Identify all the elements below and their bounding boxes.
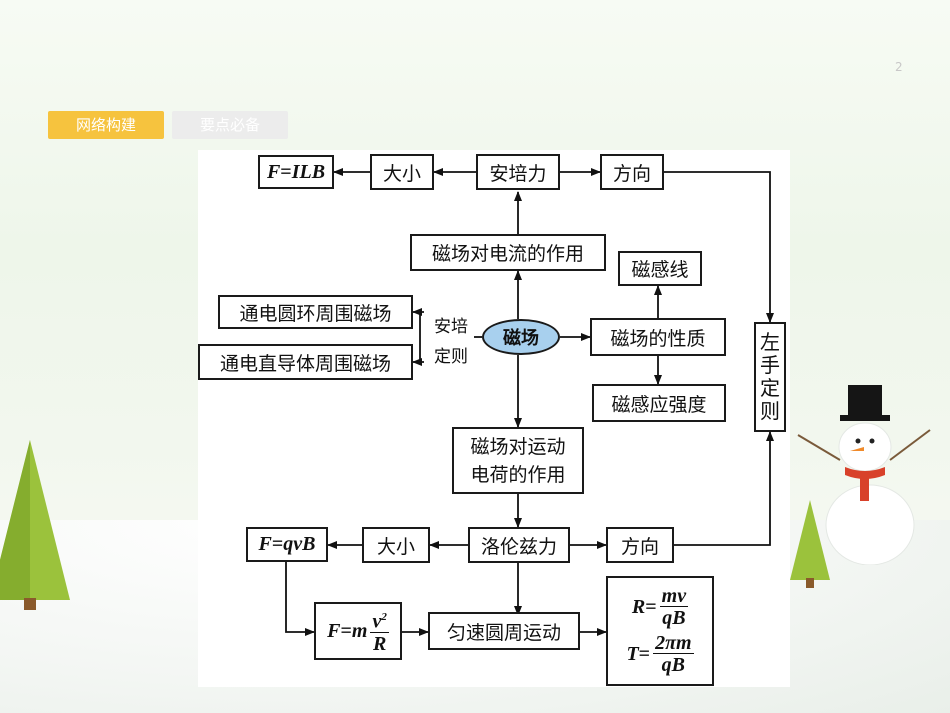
bracket-ampere-rule — [419, 311, 424, 363]
page-number: 2 — [895, 60, 903, 74]
arrow-direction-bottom-to-rule — [664, 431, 774, 546]
ampere-rule-line2: 定则 — [434, 347, 468, 367]
ampere-force-box: 安培力 — [476, 154, 560, 190]
field-on-charge-box: 磁场对运动 电荷的作用 — [452, 427, 584, 494]
concept-map: F=ILB 大小 安培力 方向 磁场对电流的作用 磁感线 通电圆环周围磁场 通电… — [198, 150, 790, 687]
arrow-fqvb-to-centripetal — [285, 562, 315, 636]
size-top-box: 大小 — [370, 154, 434, 190]
centripetal-fraction: v2 R — [370, 607, 389, 655]
formula-f-qvb-box: F=qvB — [246, 527, 328, 562]
ampere-rule-line1: 安培 — [434, 317, 468, 337]
direction-top-box: 方向 — [600, 154, 664, 190]
connector-lines — [285, 168, 774, 636]
magnetic-field-oval: 磁场 — [482, 319, 560, 355]
lorentz-force-box: 洛伦兹力 — [468, 527, 570, 563]
left-hand-rule-box: 左 手 定 则 — [754, 322, 786, 432]
field-on-current-box: 磁场对电流的作用 — [410, 234, 606, 271]
formula-f-ilb-box: F=ILB — [258, 155, 334, 189]
direction-bottom-box: 方向 — [606, 527, 674, 563]
size-bottom-box: 大小 — [362, 527, 430, 563]
tab-network-construction[interactable]: 网络构建 — [48, 111, 164, 139]
arrow-direction-top-to-rule — [664, 171, 774, 323]
pine-tree-left — [0, 440, 70, 610]
ring-field-box: 通电圆环周围磁场 — [218, 295, 413, 329]
field-property-box: 磁场的性质 — [590, 318, 726, 356]
induction-strength-box: 磁感应强度 — [592, 384, 726, 422]
snowman — [797, 385, 931, 565]
tab-key-points[interactable]: 要点必备 — [172, 111, 288, 139]
field-lines-box: 磁感线 — [618, 251, 702, 286]
straight-field-box: 通电直导体周围磁场 — [198, 344, 413, 380]
centripetal-formula-box: F= m v2 R — [314, 602, 402, 660]
pine-tree-right — [790, 500, 830, 588]
uniform-circular-box: 匀速圆周运动 — [428, 612, 580, 650]
